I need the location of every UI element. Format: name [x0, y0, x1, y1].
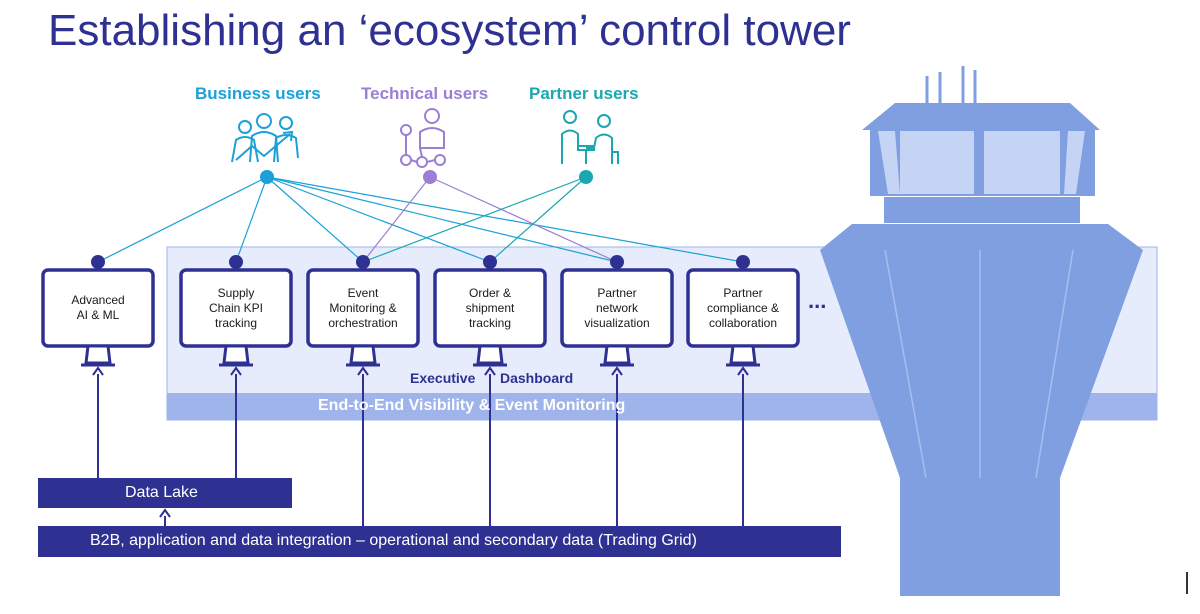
integration-bar-label: B2B, application and data integration – … — [90, 532, 697, 549]
up-arrow — [230, 366, 242, 478]
connection-line — [97, 176, 268, 263]
up-arrow — [159, 508, 171, 526]
connection-line — [235, 176, 268, 263]
up-arrow — [92, 366, 104, 478]
slide-title: Establishing an ‘ecosystem’ control towe… — [48, 6, 851, 55]
user-nodes — [260, 170, 593, 184]
connection-line — [266, 176, 364, 263]
technical-users-icon — [400, 108, 446, 168]
control-tower-icon — [820, 66, 1143, 596]
connection-line — [266, 176, 744, 263]
connection-line — [362, 176, 587, 263]
connection-line — [429, 176, 618, 263]
user-connections — [97, 176, 744, 263]
user-label: Technical users — [361, 84, 489, 103]
user-label: Partner users — [529, 84, 639, 103]
business-users-icon — [231, 113, 299, 163]
monitor-group — [41, 255, 800, 367]
more-ellipsis: ... — [808, 288, 827, 313]
up-arrow — [737, 366, 749, 526]
user-node — [423, 170, 437, 184]
dashboard-label: Dashboard — [500, 370, 574, 386]
monitor-icon — [41, 255, 155, 367]
connection-line — [266, 176, 618, 263]
user-node — [579, 170, 593, 184]
monitor-icon — [686, 255, 800, 367]
connection-line — [266, 176, 491, 263]
monitor-icon — [560, 255, 674, 367]
connection-line — [489, 176, 587, 263]
up-arrow — [484, 366, 496, 526]
partner-users-icon — [561, 110, 619, 164]
integration-bar — [38, 526, 841, 557]
data-lake-bar — [38, 478, 292, 508]
visibility-band-label: End-to-End Visibility & Event Monitoring — [318, 397, 626, 414]
up-arrow — [357, 366, 369, 526]
executive-label: Executive — [410, 370, 476, 386]
user-label: Business users — [195, 84, 321, 103]
monitor-icon — [179, 255, 293, 367]
text-cursor — [1186, 572, 1188, 594]
connection-line — [362, 176, 431, 263]
data-arrows — [92, 366, 749, 526]
user-node — [260, 170, 274, 184]
monitor-icon — [306, 255, 420, 367]
up-arrow — [611, 366, 623, 526]
data-lake-label: Data Lake — [125, 484, 198, 501]
monitor-icon — [433, 255, 547, 367]
